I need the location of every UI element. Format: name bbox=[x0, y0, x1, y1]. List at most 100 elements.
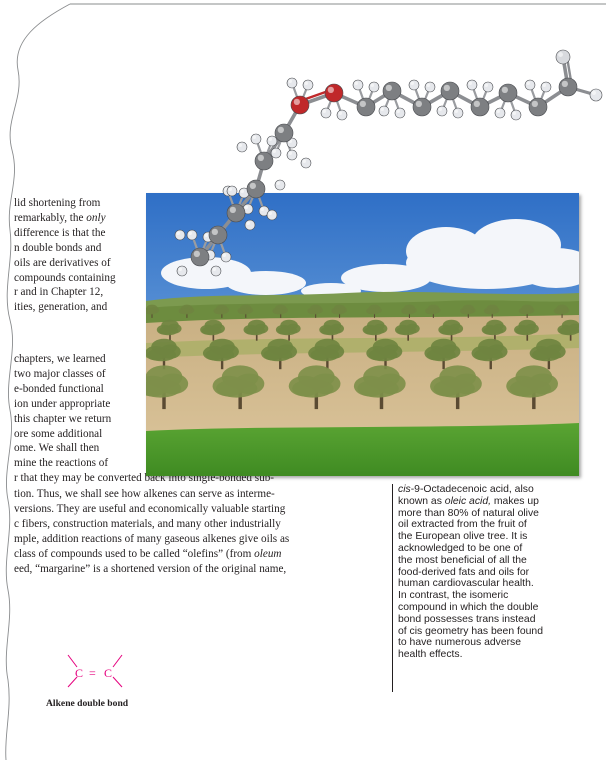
olive-tree bbox=[366, 304, 382, 318]
hydrogen-atom bbox=[302, 79, 314, 91]
oxygen-atom bbox=[555, 49, 571, 65]
olive-tree bbox=[213, 304, 230, 318]
olive-tree bbox=[424, 304, 441, 318]
atom-highlight bbox=[501, 86, 508, 93]
atom-highlight bbox=[260, 207, 264, 211]
hydrogen-atom bbox=[589, 88, 603, 102]
hydrogen-atom bbox=[494, 107, 506, 119]
atom-highlight bbox=[526, 81, 530, 85]
text-line: c fibers, construction materials, and ma… bbox=[14, 517, 281, 530]
caption-line: known as oleic acid, makes up bbox=[398, 495, 539, 507]
olive-tree bbox=[243, 319, 269, 341]
carbon-atom bbox=[470, 97, 490, 117]
atom-highlight bbox=[484, 83, 488, 87]
olive-tree bbox=[483, 304, 500, 318]
olive-trees bbox=[146, 304, 579, 410]
hydrogen-atom bbox=[436, 105, 448, 117]
text-line: compounds containing bbox=[14, 271, 116, 284]
olive-tree bbox=[146, 365, 189, 410]
text-line: mine the reactions of bbox=[14, 457, 109, 470]
hydrogen-atom bbox=[368, 81, 380, 93]
olive-tree bbox=[146, 338, 181, 370]
text-line: remarkably, the only bbox=[14, 211, 106, 224]
caption-line: more than 80% of natural olive bbox=[398, 507, 539, 519]
olive-tree bbox=[178, 304, 195, 318]
text-line: ion under appropriate bbox=[14, 397, 111, 410]
olive-tree bbox=[553, 304, 570, 318]
atom-highlight bbox=[354, 81, 358, 85]
olive-tree bbox=[272, 304, 289, 318]
text-line: difference is that the bbox=[14, 226, 106, 239]
atom-highlight bbox=[468, 81, 472, 85]
hydrogen-atom bbox=[524, 79, 536, 91]
olive-tree bbox=[275, 319, 301, 341]
hydrogen-atom bbox=[286, 77, 298, 89]
caption-line: human cardiovascular health. bbox=[398, 578, 534, 590]
olive-tree bbox=[353, 365, 406, 410]
olive-tree bbox=[331, 304, 347, 318]
atom-highlight bbox=[327, 86, 334, 93]
atom-highlight bbox=[293, 98, 300, 105]
hydrogen-atom bbox=[300, 157, 312, 169]
olive-tree bbox=[237, 304, 254, 318]
figure-caption: cis-9-Octadecenoic acid, also known as o… bbox=[398, 484, 578, 661]
caption-line: oil extracted from the fruit of bbox=[398, 519, 527, 531]
hydrogen-atom bbox=[466, 79, 478, 91]
olive-tree bbox=[307, 304, 323, 318]
atom-highlight bbox=[410, 81, 414, 85]
text-line: two major classes of bbox=[14, 367, 106, 380]
atom-highlight bbox=[359, 100, 366, 107]
atom-highlight bbox=[193, 250, 200, 257]
oxygen-atom bbox=[324, 83, 344, 103]
carbon-atom bbox=[440, 81, 460, 101]
atom-highlight bbox=[304, 81, 308, 85]
olive-tree bbox=[202, 338, 239, 370]
text-line: lid shortening from bbox=[14, 197, 101, 209]
carbon-atom bbox=[528, 97, 548, 117]
alkene-atom-right: C bbox=[104, 666, 112, 680]
olive-tree bbox=[471, 338, 508, 370]
hydrogen-atom bbox=[266, 135, 278, 147]
hydrogen-atom bbox=[266, 209, 278, 221]
caption-line: food-derived fats and oils for bbox=[398, 566, 530, 578]
atom-highlight bbox=[438, 107, 442, 111]
hydrogen-atom bbox=[220, 251, 232, 263]
hydrogen-atom bbox=[408, 79, 420, 91]
caption-line: bond possesses trans instead bbox=[398, 613, 536, 625]
olive-tree bbox=[459, 304, 476, 318]
hydrogen-atom bbox=[320, 107, 332, 119]
atom-highlight bbox=[204, 233, 208, 237]
atom-highlight bbox=[249, 182, 256, 190]
atom-highlight bbox=[496, 109, 500, 113]
atom-highlight bbox=[257, 154, 264, 161]
olive-tree bbox=[481, 319, 507, 341]
hydrogen-atom bbox=[452, 107, 464, 119]
hydrogen-atom bbox=[274, 179, 286, 191]
atom-highlight bbox=[443, 84, 450, 91]
caption-line: acknowledged to be one of bbox=[398, 542, 523, 554]
atom-highlight bbox=[252, 135, 256, 139]
oleic-acid-molecule-model bbox=[174, 49, 603, 277]
text-line: n double bonds and bbox=[14, 241, 102, 254]
caption-line: compound in which the double bbox=[398, 601, 539, 613]
carbon-atom bbox=[246, 179, 266, 199]
text-line: versions. They are useful and economical… bbox=[14, 502, 286, 515]
atom-highlight bbox=[176, 231, 180, 235]
atom-highlight bbox=[370, 83, 374, 87]
olive-tree bbox=[424, 338, 461, 370]
carbon-atom bbox=[558, 77, 578, 97]
atom-highlight bbox=[338, 111, 342, 115]
olive-tree bbox=[438, 319, 464, 341]
olive-tree bbox=[557, 319, 579, 341]
hydrogen-atom bbox=[378, 105, 390, 117]
alkene-atom-left: C bbox=[75, 666, 83, 680]
hydrogen-atom bbox=[210, 265, 222, 277]
text-line: mple, addition reactions of many gaseous… bbox=[14, 532, 290, 545]
atom-highlight bbox=[178, 267, 182, 271]
atom-highlight bbox=[454, 109, 458, 113]
body-paragraph-1: lid shortening from remarkably, the only… bbox=[14, 196, 146, 315]
caption-line: In contrast, the isomeric bbox=[398, 590, 509, 602]
olive-tree bbox=[261, 338, 298, 370]
olive-tree bbox=[514, 319, 539, 341]
atom-highlight bbox=[415, 100, 422, 107]
